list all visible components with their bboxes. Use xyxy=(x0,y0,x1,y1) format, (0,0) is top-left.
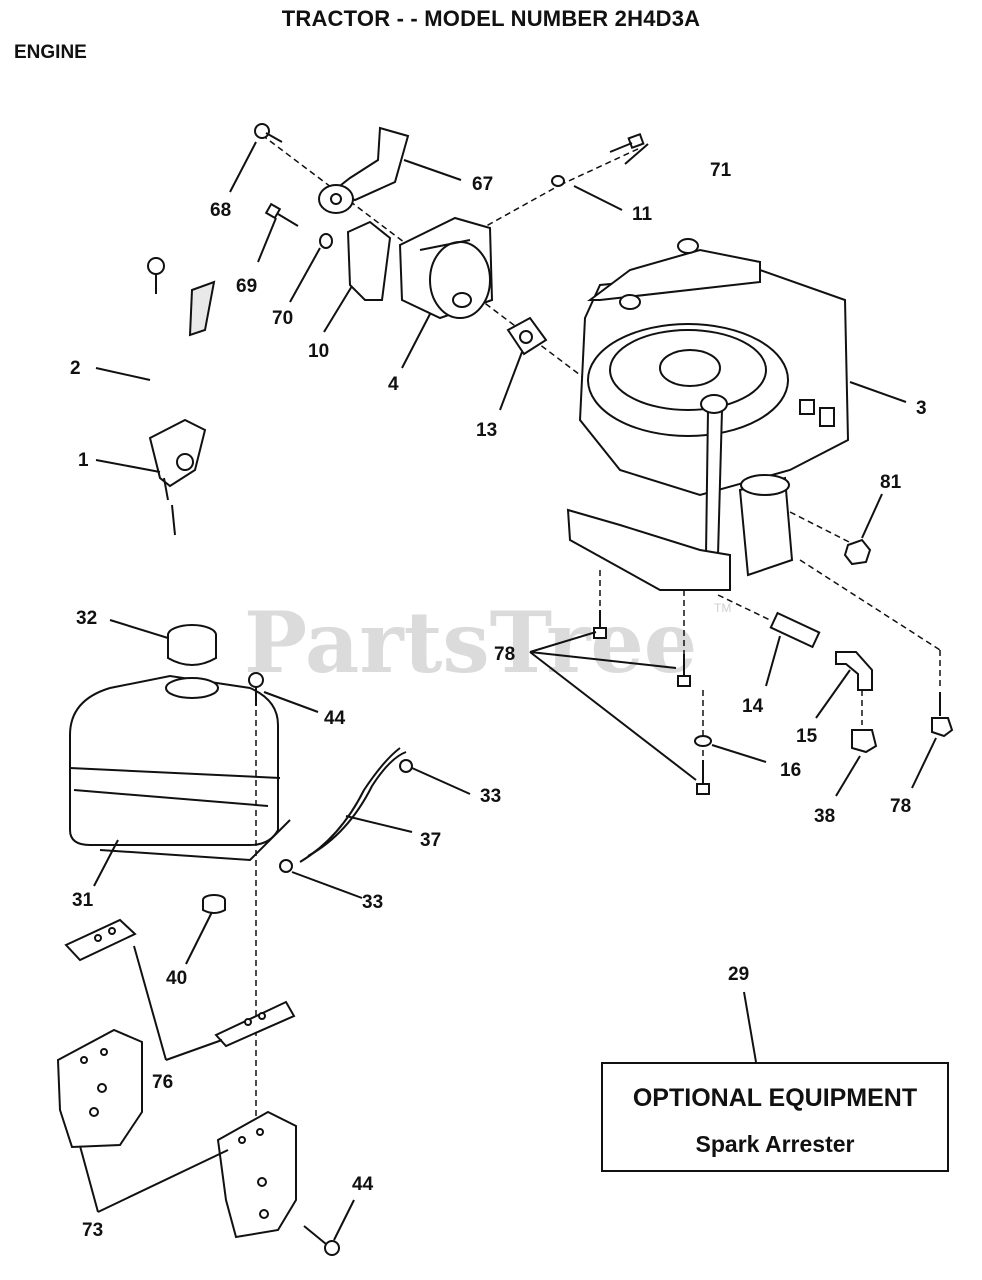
part-33-clamp-bottom xyxy=(279,859,293,873)
callout-29: 29 xyxy=(728,964,749,985)
callout-81: 81 xyxy=(880,472,902,493)
part-3-engine xyxy=(566,238,856,591)
part-13-gasket xyxy=(506,316,548,356)
part-10-shield xyxy=(346,220,392,301)
part-44-screw-bottom xyxy=(303,1225,340,1256)
part-16-washer xyxy=(694,735,712,747)
callout-33-bottom: 33 xyxy=(362,892,383,913)
part-71-bolt xyxy=(609,132,645,153)
callout-40: 40 xyxy=(166,968,187,989)
part-15-elbow xyxy=(835,651,873,691)
leader-lines xyxy=(79,141,937,1241)
part-38-cap xyxy=(851,729,878,754)
part-78-bolt-b xyxy=(677,590,691,687)
part-73-bracket-left xyxy=(56,1028,143,1149)
part-2-screw xyxy=(147,257,165,294)
part-78-bolt-right xyxy=(931,692,954,738)
spark-arrester-label: Spark Arrester xyxy=(695,1131,855,1157)
callout-1: 1 xyxy=(78,450,89,471)
part-70-washer xyxy=(319,233,333,249)
part-14-fitting xyxy=(769,611,821,649)
callout-78-group: 78 xyxy=(494,644,515,665)
part-32-fuel-cap xyxy=(167,624,217,666)
part-40-grommet xyxy=(202,894,226,914)
callout-70: 70 xyxy=(272,308,293,329)
part-1-throttle-control xyxy=(148,280,216,536)
callout-69: 69 xyxy=(236,276,257,297)
callout-10: 10 xyxy=(308,341,329,362)
part-73-bracket-right xyxy=(216,1110,297,1239)
callout-71: 71 xyxy=(710,160,732,181)
callout-73: 73 xyxy=(82,1220,103,1241)
callout-31: 31 xyxy=(72,890,94,911)
callout-2: 2 xyxy=(70,358,81,379)
part-76-strap-upper xyxy=(64,918,137,962)
part-11-washer xyxy=(551,175,565,187)
callout-3: 3 xyxy=(916,398,927,419)
part-44-screw-top xyxy=(248,672,264,706)
callout-78-right: 78 xyxy=(890,796,911,817)
section-label: ENGINE xyxy=(14,42,87,63)
part-31-fuel-tank xyxy=(69,674,291,862)
callout-13: 13 xyxy=(476,420,497,441)
part-76-strap-lower xyxy=(214,1000,296,1048)
page-title: TRACTOR - - MODEL NUMBER 2H4D3A xyxy=(281,6,701,31)
callout-16: 16 xyxy=(780,760,801,781)
callout-33-top: 33 xyxy=(480,786,501,807)
callout-14: 14 xyxy=(742,696,764,717)
part-68-bolt xyxy=(254,123,283,143)
part-37-fuel-line xyxy=(299,747,407,863)
callout-67: 67 xyxy=(472,174,493,195)
muffler-assembly xyxy=(254,123,645,391)
callout-44-top: 44 xyxy=(324,708,346,729)
watermark-trademark: TM xyxy=(714,601,731,615)
callout-15: 15 xyxy=(796,726,818,747)
callout-44-bottom: 44 xyxy=(352,1174,374,1195)
part-78-bolt-c xyxy=(694,690,712,795)
callout-68: 68 xyxy=(210,200,231,221)
callout-32: 32 xyxy=(76,608,97,629)
part-81-nut xyxy=(843,538,872,566)
watermark-text: PartsTree xyxy=(244,593,697,692)
callout-76: 76 xyxy=(152,1072,173,1093)
optional-equipment-title: OPTIONAL EQUIPMENT xyxy=(632,1084,918,1112)
callout-11: 11 xyxy=(632,204,653,225)
callout-38: 38 xyxy=(814,806,835,827)
part-33-clamp-top xyxy=(399,759,413,773)
callout-4: 4 xyxy=(388,374,399,395)
callout-37: 37 xyxy=(420,830,441,851)
part-4-muffler xyxy=(398,216,494,320)
optional-equipment-box: OPTIONAL EQUIPMENT Spark Arrester xyxy=(601,1062,949,1172)
part-69-bolt xyxy=(264,202,299,227)
